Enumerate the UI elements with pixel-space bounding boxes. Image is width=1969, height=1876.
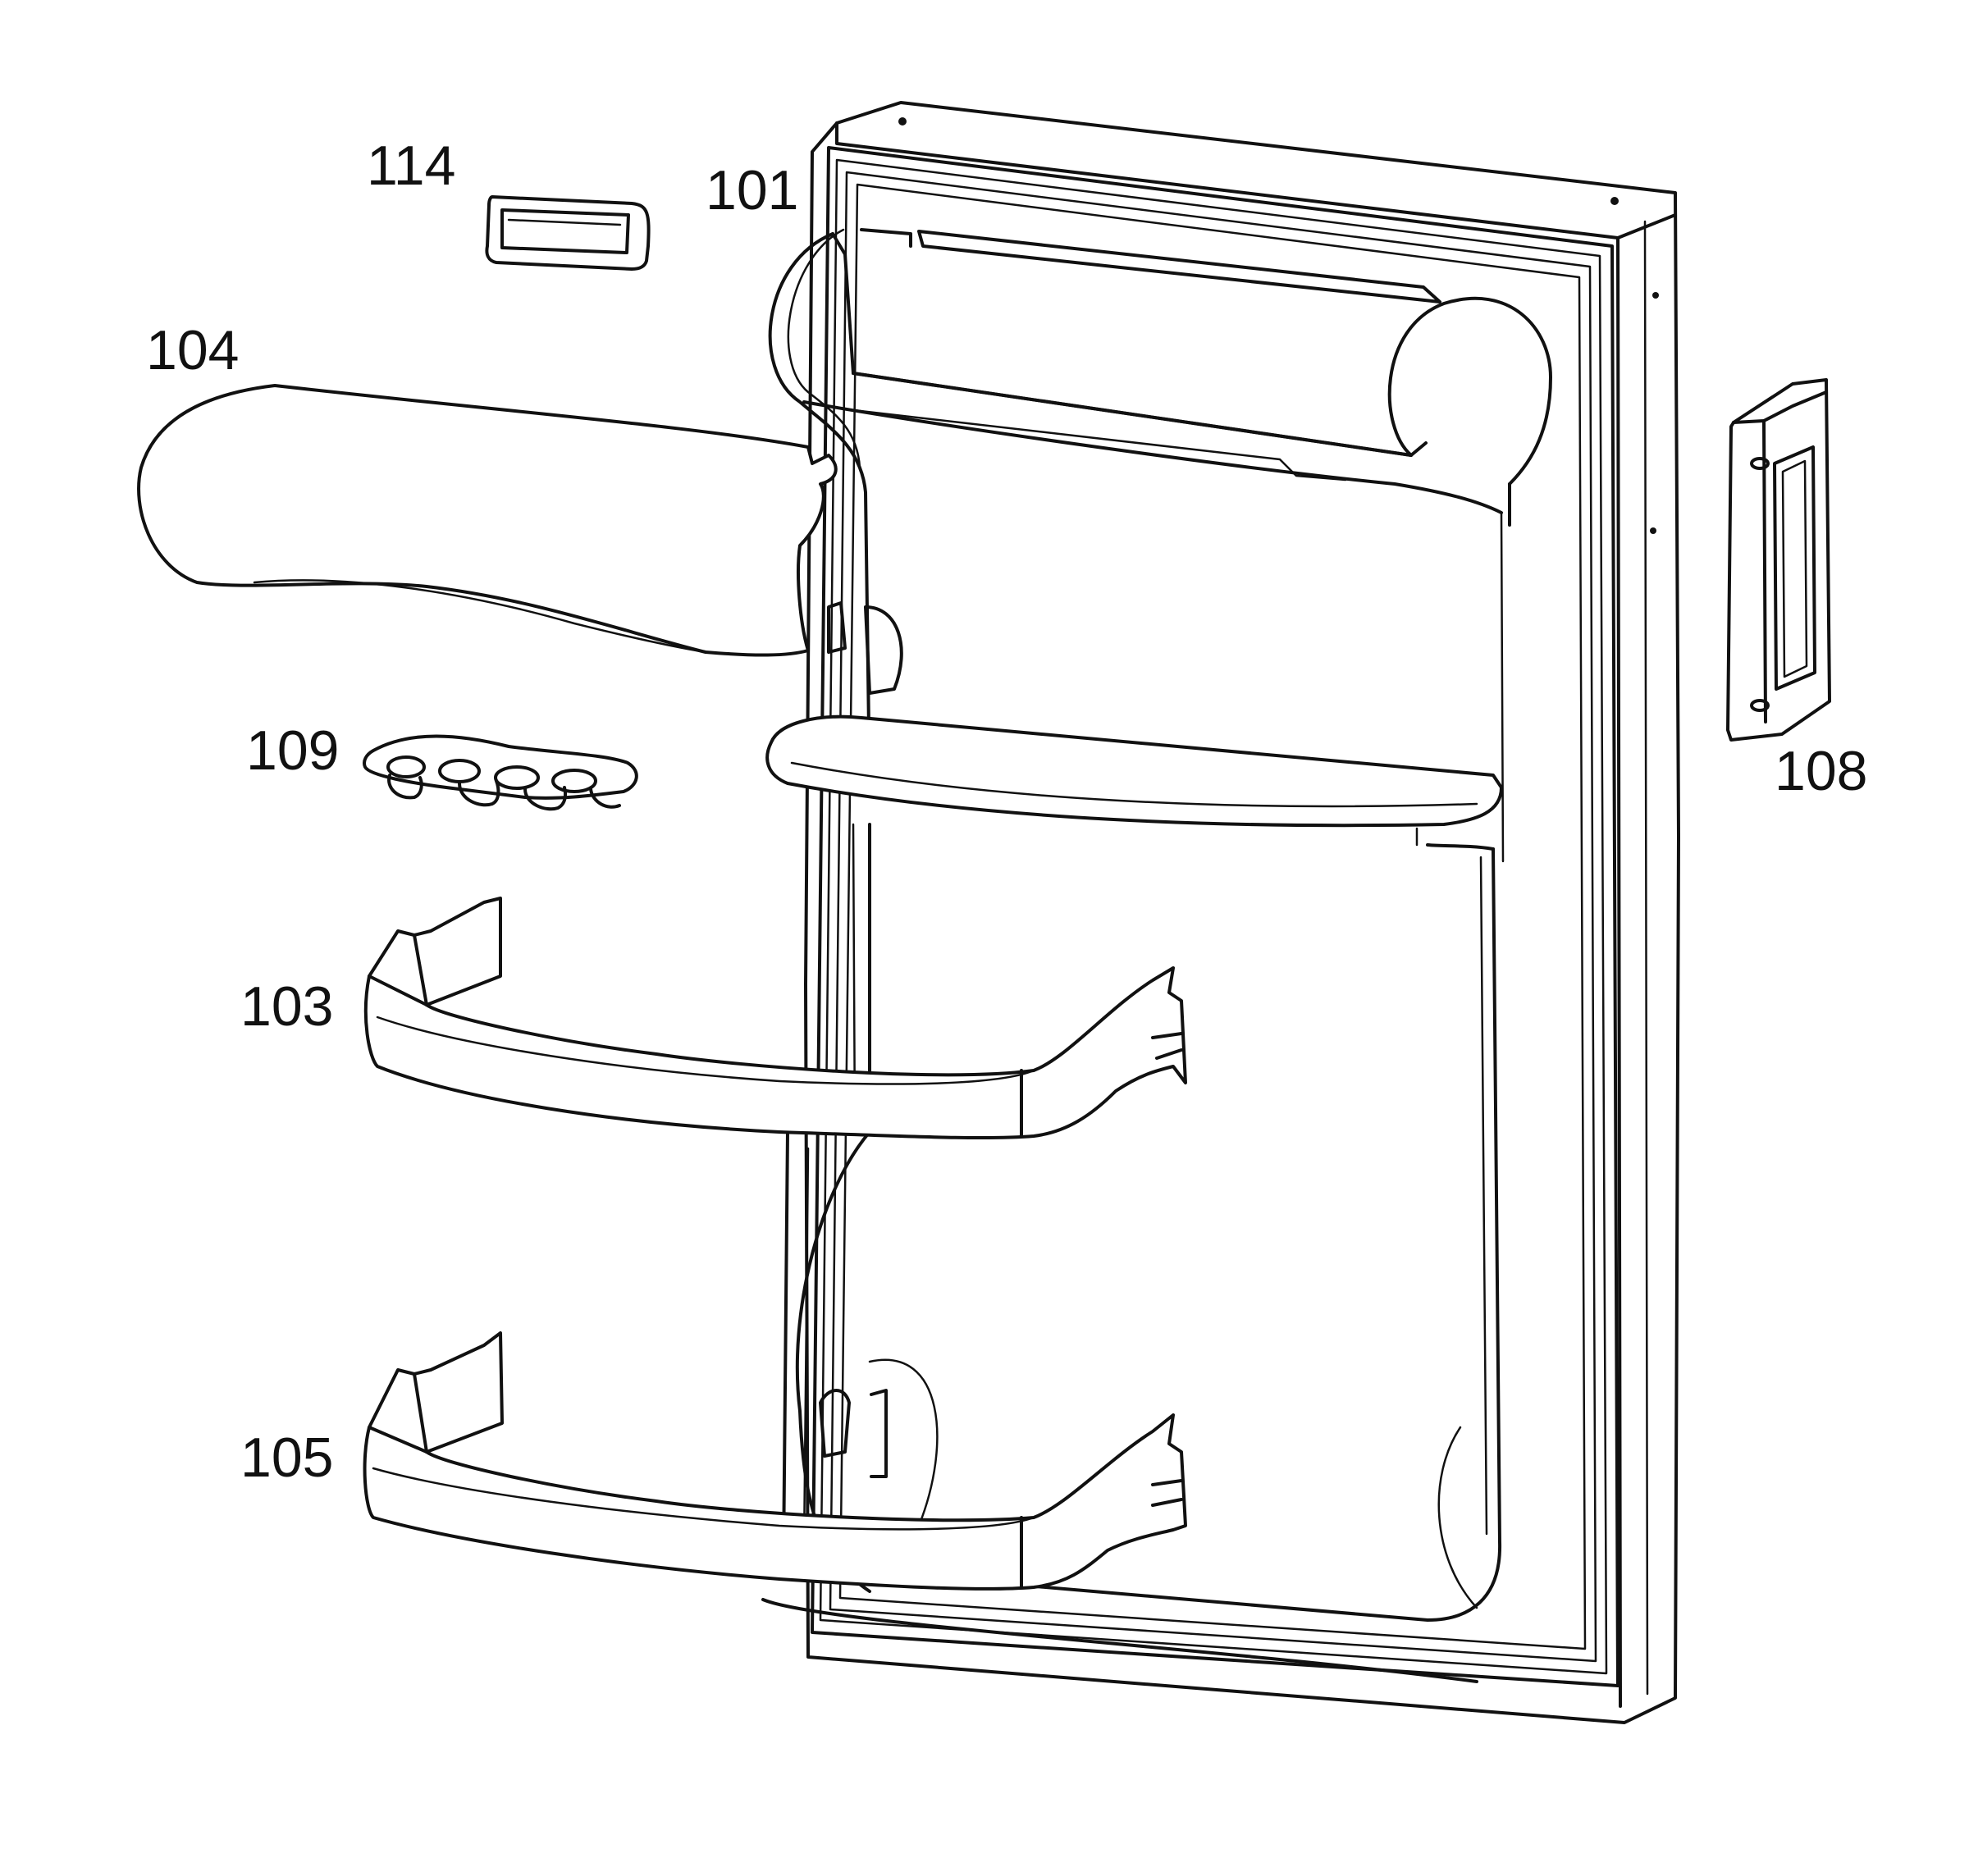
part-109-egg-tray [363, 734, 638, 811]
label-114: 114 [367, 135, 455, 197]
part-114-cover [485, 195, 651, 271]
part-105-door-bin [363, 1331, 1187, 1591]
label-105: 105 [240, 1426, 333, 1489]
part-108-handle [1726, 378, 1831, 742]
part-104-top-bin [137, 384, 838, 657]
label-108: 108 [1775, 740, 1867, 802]
part-103-door-bin [363, 897, 1187, 1140]
label-101: 101 [706, 159, 798, 221]
label-103: 103 [240, 975, 333, 1038]
label-104: 104 [146, 319, 239, 381]
label-109: 109 [246, 719, 339, 782]
door-liner-101 [761, 228, 1552, 1683]
door-panel [804, 101, 1680, 1724]
